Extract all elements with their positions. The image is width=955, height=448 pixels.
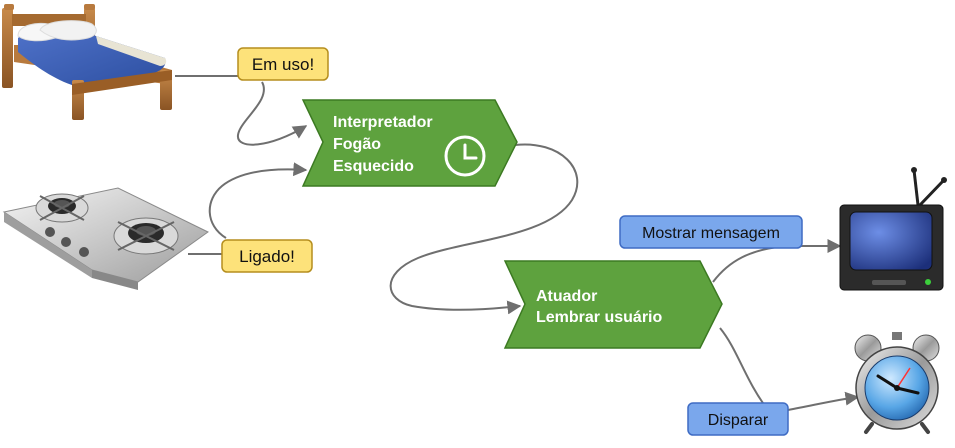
- interpreter-line-3: Esquecido: [333, 158, 414, 175]
- clock-icon: [444, 135, 486, 177]
- interpreter-line-2: Fogão: [333, 136, 381, 153]
- connector-event-to-interpreter: [237, 81, 308, 146]
- connector-trigger-to-alarm: [787, 391, 860, 411]
- connector-interpreter-to-actuator: [389, 143, 579, 315]
- bed-icon: [2, 4, 172, 120]
- event-label-stove-text: Ligado!: [239, 247, 295, 266]
- action-label-message-text: Mostrar mensagem: [642, 225, 780, 242]
- action-label-message: Mostrar mensagem: [619, 215, 803, 249]
- alarm-clock-icon: [854, 332, 940, 434]
- event-label-bed: Em uso!: [237, 47, 329, 81]
- actuator-line-1: Atuador: [536, 288, 597, 305]
- actuator-block: Atuador Lembrar usuário: [503, 260, 723, 349]
- connectors: [175, 75, 860, 411]
- stove-icon: [2, 187, 209, 290]
- action-label-trigger: Disparar: [687, 402, 789, 436]
- event-label-bed-text: Em uso!: [252, 55, 314, 74]
- connector-actuator-to-trigger: [719, 327, 769, 411]
- tv-icon: [839, 167, 947, 291]
- event-label-stove: Ligado!: [221, 239, 313, 273]
- connector-actuator-to-message: [712, 245, 791, 283]
- interpreter-block: Interpretador Fogão Esquecido: [301, 99, 518, 187]
- interpreter-line-1: Interpretador: [333, 114, 433, 131]
- actuator-line-2: Lembrar usuário: [536, 309, 662, 326]
- action-label-trigger-text: Disparar: [708, 412, 769, 429]
- connector-ligado-to-interpreter: [208, 162, 308, 239]
